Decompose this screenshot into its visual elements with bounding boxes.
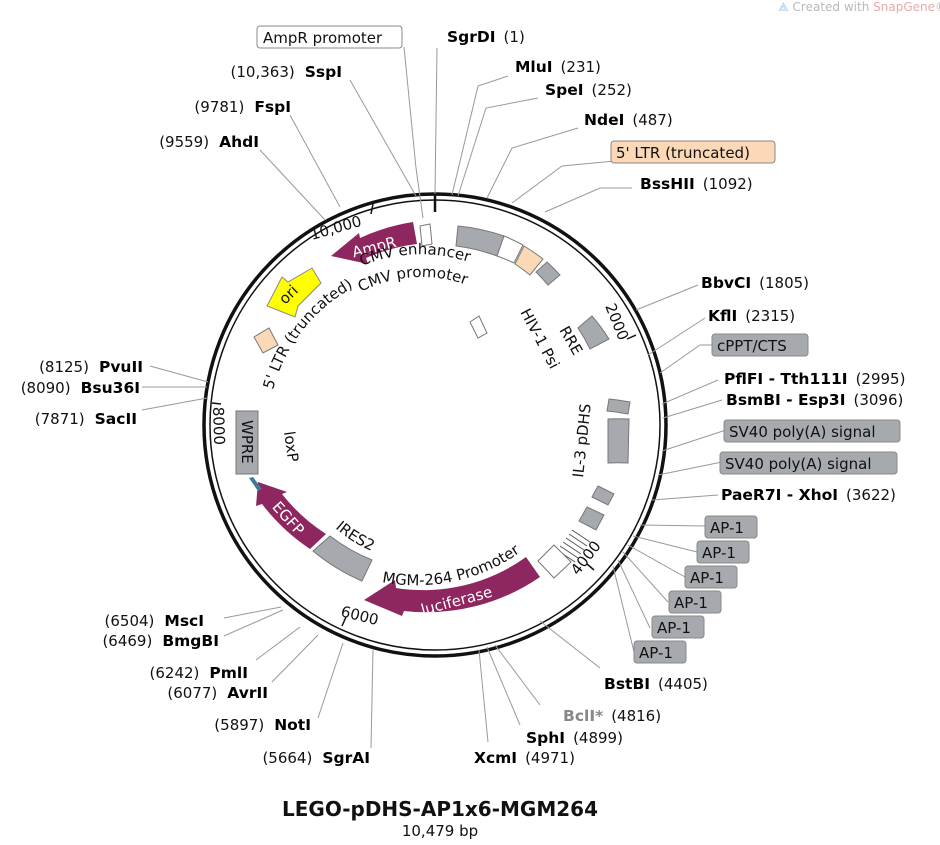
ruler-label-4000: 4000 bbox=[567, 537, 605, 578]
cmv-promoter-feature bbox=[496, 235, 524, 264]
site-spei: SpeI(252) bbox=[545, 81, 632, 99]
ap1-box-3-label: AP-1 bbox=[690, 569, 724, 587]
site-bbvci: BbvCI(1805) bbox=[701, 274, 809, 292]
sv40-box-2 bbox=[719, 451, 898, 475]
il3-feature bbox=[607, 418, 630, 464]
loxp-feature bbox=[249, 477, 262, 491]
ap1-box-4 bbox=[668, 590, 722, 614]
site-msci: (6504)MscI bbox=[105, 612, 205, 630]
credit-brand: SnapGene bbox=[873, 0, 935, 14]
wpre-label: WPRE bbox=[238, 420, 256, 464]
site-bsmbi: BsmBI - Esp3I(3096) bbox=[726, 391, 903, 409]
site-bmgbi: (6469)BmgBI bbox=[102, 632, 219, 650]
hiv-psi-feature bbox=[535, 261, 561, 286]
site-bsu36i: (8090)Bsu36I bbox=[21, 379, 140, 397]
ori-feature bbox=[266, 267, 322, 318]
sv40-feature-2 bbox=[578, 506, 605, 531]
ires2-feature bbox=[312, 535, 373, 582]
site-bcli: BclI*(4816) bbox=[563, 707, 661, 725]
ampr-promoter-box bbox=[256, 25, 403, 49]
site-fspi: (9781)FspI bbox=[194, 98, 291, 116]
cppt-box bbox=[711, 333, 809, 357]
site-noti: (5897)NotI bbox=[214, 716, 311, 734]
ampr-feature bbox=[331, 222, 417, 264]
inner-loxp-box bbox=[469, 315, 488, 339]
snapgene-credit: ⟁ Created with SnapGene® bbox=[778, 0, 940, 15]
il3-label: IL-3 pDHS bbox=[569, 403, 595, 479]
ap1-box-1-label: AP-1 bbox=[710, 519, 744, 537]
credit-suffix: ® bbox=[935, 0, 940, 14]
features: luciferase EGFP WPRE ori AmpR bbox=[235, 222, 631, 619]
site-kfli: KflI(2315) bbox=[708, 307, 795, 325]
ap1-box-4-label: AP-1 bbox=[674, 594, 708, 612]
ap1-box-2 bbox=[696, 540, 750, 564]
ruler-label-8000: 8000 bbox=[209, 407, 228, 446]
ap1-box-5 bbox=[651, 615, 705, 639]
egfp-feature bbox=[256, 482, 326, 549]
site-avrii: (6077)AvrII bbox=[167, 684, 268, 702]
site-pflfi: PflFI - Tth111I(2995) bbox=[724, 370, 905, 388]
site-pmli: (6242)PmlI bbox=[150, 664, 248, 682]
sv40-feature-1 bbox=[591, 485, 615, 506]
ruler-label-6000: 6000 bbox=[339, 602, 380, 629]
plasmid-length: 10,479 bp bbox=[401, 822, 479, 840]
site-bsshii: BssHII(1092) bbox=[640, 175, 753, 193]
luciferase-feature bbox=[364, 557, 540, 616]
ampr-promoter-feature bbox=[419, 223, 433, 247]
cppt-feature bbox=[606, 398, 631, 415]
site-ndei: NdeI(487) bbox=[584, 111, 673, 129]
ltr5-feature bbox=[514, 245, 544, 276]
site-mlui: MluI(231) bbox=[515, 58, 601, 76]
wpre-feature bbox=[235, 410, 259, 475]
boxed-labels: AmpR promoter 5' LTR (truncated) cPPT/CT… bbox=[256, 25, 901, 664]
site-sacii: (7871)SacII bbox=[35, 410, 137, 428]
sv40-box-1-label: SV40 poly(A) signal bbox=[729, 423, 875, 441]
ap1-box-5-label: AP-1 bbox=[657, 619, 691, 637]
site-sspi: (10,363)SspI bbox=[231, 63, 342, 81]
ap1-box-2-label: AP-1 bbox=[702, 544, 736, 562]
cppt-box-label: cPPT/CTS bbox=[717, 337, 787, 355]
hiv-psi-label: HIV-1 Psi bbox=[516, 305, 563, 371]
site-bstbi: BstBI(4405) bbox=[604, 675, 708, 693]
rre-feature bbox=[577, 315, 610, 350]
ap1-box-6 bbox=[633, 640, 687, 664]
site-sphi: SphI(4899) bbox=[526, 729, 623, 747]
mgm-promoter-feature bbox=[537, 544, 572, 579]
credit-prefix: Created with bbox=[792, 0, 874, 14]
ltr5-left-feature bbox=[253, 327, 279, 354]
plasmid-name: LEGO-pDHS-AP1x6-MGM264 bbox=[282, 797, 598, 821]
ltr5-box bbox=[610, 140, 776, 164]
ap1-box-3 bbox=[684, 565, 738, 589]
ap1-box-1 bbox=[704, 515, 758, 539]
sv40-box-1 bbox=[723, 419, 901, 443]
loxp-inner-label: loxP bbox=[280, 430, 302, 463]
site-ahdi: (9559)AhdI bbox=[159, 133, 259, 151]
site-sgrdi: SgrDI(1) bbox=[447, 28, 525, 46]
sv40-box-2-label: SV40 poly(A) signal bbox=[725, 455, 871, 473]
site-paer7i: PaeR7I - XhoI(3622) bbox=[721, 486, 896, 504]
site-pvuii: (8125)PvuII bbox=[39, 358, 143, 376]
ltr5-box-label: 5' LTR (truncated) bbox=[616, 144, 750, 162]
ap1-box-6-label: AP-1 bbox=[639, 644, 673, 662]
site-sgrai: (5664)SgrAI bbox=[262, 749, 370, 767]
site-xcmi: XcmI(4971) bbox=[474, 749, 575, 767]
restriction-sites: SgrDI(1) MluI(231) SpeI(252) NdeI(487) B… bbox=[21, 28, 906, 767]
snapgene-logo-icon: ⟁ bbox=[778, 0, 789, 14]
cmv-promoter-label: CMV promoter bbox=[355, 263, 471, 296]
leader-lines bbox=[141, 46, 727, 749]
ampr-promoter-box-label: AmpR promoter bbox=[263, 29, 383, 47]
